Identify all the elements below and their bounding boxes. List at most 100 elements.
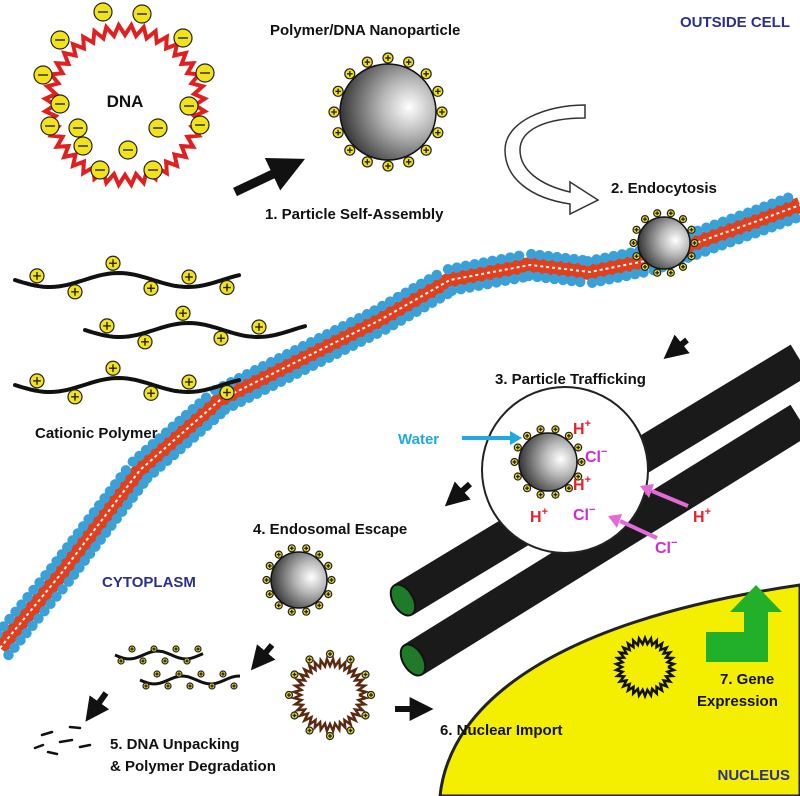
lipid-head (313, 332, 325, 344)
nuclear-import-complex (284, 634, 678, 741)
lipid-head (392, 291, 404, 303)
negative-charge (173, 28, 193, 48)
positive-charge (523, 431, 532, 440)
positive-charge (219, 384, 235, 401)
positive-charge (361, 711, 370, 720)
negative-charge (50, 30, 70, 50)
positive-charge (346, 655, 355, 664)
lipid-head (380, 324, 391, 335)
positive-charge (274, 601, 283, 610)
dna-label: DNA (107, 92, 144, 111)
negative-charge (93, 2, 113, 22)
lipid-head (331, 348, 343, 360)
positive-charge (361, 670, 370, 679)
fragment (58, 738, 74, 744)
lipid-head (734, 210, 745, 221)
chloride-channel-arrow (619, 519, 658, 540)
lipid-head (15, 635, 26, 646)
lipid-head (701, 222, 712, 233)
positive-charge (666, 209, 675, 218)
positive-charge (175, 305, 191, 321)
positive-charge (536, 425, 545, 434)
lipid-head (16, 599, 27, 610)
lipid-head (353, 312, 365, 324)
positive-charge (577, 457, 586, 467)
loose-strand (114, 649, 204, 661)
positive-charge (513, 472, 522, 481)
proton-pump-arrow (651, 489, 689, 508)
lipid-head (0, 629, 3, 639)
lipid-head (491, 277, 502, 288)
positive-charge (181, 374, 197, 390)
cationic-polymer-label: Cationic Polymer (35, 425, 158, 442)
lipid-head (608, 250, 619, 262)
lipid-head (273, 352, 285, 364)
lipid-head (750, 204, 762, 215)
lipid-head (560, 252, 571, 264)
positive-charge (653, 209, 662, 218)
lipid-head (446, 285, 458, 297)
polymer-chain (13, 375, 241, 395)
positive-charge (361, 56, 373, 68)
lipid-head (227, 400, 239, 412)
lipid-head (464, 282, 476, 293)
lipid-head (321, 328, 333, 340)
lipid-head (451, 262, 463, 273)
lipid-head (275, 376, 287, 388)
lipid-head (629, 269, 641, 280)
lipid-head (766, 198, 778, 209)
arrow-trafficking (663, 334, 690, 360)
lipid-head (9, 642, 20, 653)
positive-charge (574, 443, 583, 452)
positive-charge (265, 561, 274, 570)
positive-charge (536, 490, 545, 499)
fragment (40, 730, 54, 737)
lipid-head (604, 274, 615, 285)
positive-charge (436, 106, 448, 118)
positive-charge (302, 544, 311, 553)
positive-charge (687, 252, 696, 261)
lipid-head (487, 255, 498, 267)
lipid-head (305, 336, 317, 348)
lipid-head (513, 250, 525, 262)
positive-charge (574, 472, 583, 481)
positive-charge (251, 319, 267, 335)
lipid-head (219, 404, 231, 416)
lipid-head (323, 352, 335, 364)
positive-charge (287, 607, 296, 616)
step-3-label: 3. Particle Trafficking (495, 371, 646, 388)
negative-charge (132, 4, 152, 24)
lipid-head (500, 275, 511, 287)
endocytosed-particle (629, 209, 699, 277)
lipid-head (384, 296, 396, 307)
positive-charge (325, 731, 335, 741)
negative-charge (179, 96, 199, 116)
lipid-head (478, 257, 489, 268)
outside-cell-label: OUTSIDE CELL (680, 14, 790, 31)
lipid-head (709, 219, 720, 230)
proton-pump-arrowhead (640, 484, 654, 498)
water-label: Water (398, 431, 439, 448)
lipid-head (591, 254, 602, 265)
lipid-head (574, 276, 586, 288)
step-4-label: 4. Endosomal Escape (253, 521, 407, 538)
lipid-head (504, 252, 516, 263)
positive-charge (632, 252, 641, 261)
lipid-head (725, 237, 736, 248)
lipid-head (526, 248, 537, 260)
positive-charge (305, 726, 314, 735)
ring-backbone (290, 655, 370, 735)
lipid-head (21, 627, 32, 639)
step-7-label-line1: 7. Gene (720, 671, 774, 688)
lipid-head (774, 195, 786, 206)
lipid-head (307, 360, 319, 372)
lipid-head (750, 228, 761, 239)
lipid-head (259, 384, 271, 396)
lipid-head (523, 270, 534, 282)
positive-charge (143, 280, 159, 296)
chloride-ion: Cl− (585, 446, 607, 466)
fragment (68, 725, 82, 730)
lipid-head (281, 348, 293, 360)
positive-charge (105, 255, 121, 271)
